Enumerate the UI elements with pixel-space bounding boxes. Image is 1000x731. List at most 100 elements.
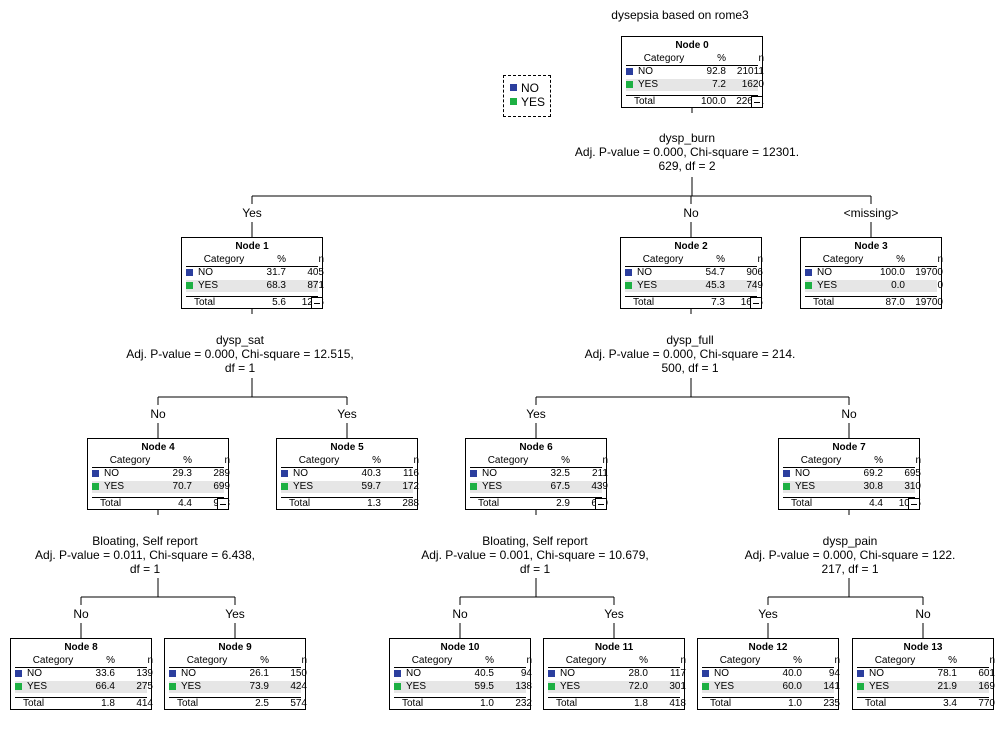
branch-label-node-7: No xyxy=(841,407,857,421)
count-cell: 0 xyxy=(937,280,943,291)
category-swatch-yes xyxy=(702,683,709,690)
percent-cell: 54.7 xyxy=(705,267,725,278)
branch-label-node-10: No xyxy=(452,607,468,621)
header-count: n xyxy=(224,455,230,466)
percent-cell: 31.7 xyxy=(266,267,286,278)
node-table-header: Category%n xyxy=(169,655,307,668)
category-label: YES xyxy=(795,481,816,492)
category-swatch-yes xyxy=(625,282,632,289)
total-label: Total xyxy=(100,498,122,509)
header-category: Category xyxy=(32,655,74,666)
percent-cell: 40.3 xyxy=(361,468,381,479)
branch-label-node-9: Yes xyxy=(225,607,245,621)
node-row-no: NO 26.1 150 xyxy=(169,668,307,680)
category-swatch-yes xyxy=(281,483,288,490)
category-label: NO xyxy=(637,267,652,278)
split-label-node-0: dysp_burn Adj. P-value = 0.000, Chi-squa… xyxy=(560,131,814,173)
category-label: NO xyxy=(560,668,575,679)
category-swatch-no xyxy=(92,470,99,477)
category-label: NO xyxy=(714,668,729,679)
branch-label-node-4: No xyxy=(150,407,166,421)
collapse-node-button[interactable] xyxy=(311,297,323,309)
header-category: Category xyxy=(565,655,607,666)
total-label: Total xyxy=(634,96,656,107)
node-title: Node 9 xyxy=(218,642,252,653)
collapse-node-button[interactable] xyxy=(217,498,229,510)
category-label: YES xyxy=(293,481,314,492)
header-percent: % xyxy=(896,254,905,265)
category-swatch-yes xyxy=(92,483,99,490)
header-category: Category xyxy=(411,655,453,666)
count-cell: 871 xyxy=(307,280,324,291)
total-count: 288 xyxy=(402,498,419,509)
count-cell: 172 xyxy=(402,481,419,492)
legend-label-no: NO xyxy=(521,81,539,95)
count-cell: 169 xyxy=(978,681,995,692)
header-count: n xyxy=(680,655,686,666)
total-count: 232 xyxy=(515,698,532,709)
category-swatch-no xyxy=(857,670,864,677)
header-percent: % xyxy=(717,53,726,64)
category-swatch-no xyxy=(169,670,176,677)
total-label: Total xyxy=(177,698,199,709)
node-title: Node 5 xyxy=(330,442,364,453)
count-cell: 289 xyxy=(213,468,230,479)
count-cell: 116 xyxy=(403,468,419,479)
node-title: Node 1 xyxy=(235,241,269,252)
node-title: Node 11 xyxy=(594,642,634,653)
collapse-node-button[interactable] xyxy=(751,96,763,108)
category-swatch-no xyxy=(281,470,288,477)
header-count: n xyxy=(147,655,153,666)
branch-label-node-8: No xyxy=(73,607,89,621)
total-percent: 2.9 xyxy=(556,498,570,509)
count-cell: 19700 xyxy=(915,267,943,278)
percent-cell: 45.3 xyxy=(705,280,725,291)
total-count: 19700 xyxy=(915,297,943,308)
category-label: NO xyxy=(181,668,196,679)
count-cell: 138 xyxy=(515,681,532,692)
count-cell: 150 xyxy=(290,668,307,679)
percent-cell: 21.9 xyxy=(937,681,957,692)
percent-cell: 70.7 xyxy=(172,481,192,492)
count-cell: 94 xyxy=(828,668,840,679)
category-label: YES xyxy=(638,79,659,90)
category-swatch-yes xyxy=(470,483,477,490)
collapse-node-button[interactable] xyxy=(595,498,607,510)
total-label: Total xyxy=(402,698,424,709)
node-title: Node 2 xyxy=(674,241,708,252)
total-label: Total xyxy=(556,698,578,709)
category-swatch-no xyxy=(394,670,401,677)
header-category: Category xyxy=(642,254,684,265)
header-category: Category xyxy=(822,254,864,265)
collapse-node-button[interactable] xyxy=(908,498,920,510)
branch-label-node-13: No xyxy=(915,607,931,621)
percent-cell: 26.1 xyxy=(249,668,269,679)
category-swatch-no xyxy=(470,470,477,477)
total-percent: 1.0 xyxy=(788,698,802,709)
percent-cell: 92.8 xyxy=(706,66,726,77)
node-table-header: Category%n xyxy=(626,53,764,66)
header-count: n xyxy=(915,455,921,466)
percent-cell: 29.3 xyxy=(172,468,192,479)
category-label: NO xyxy=(795,468,810,479)
total-percent: 4.4 xyxy=(178,498,192,509)
node-table-header: Category%n xyxy=(857,655,995,668)
split-label-node-7: dysp_pain Adj. P-value = 0.000, Chi-squa… xyxy=(710,534,990,576)
collapse-node-button[interactable] xyxy=(750,297,762,309)
category-label: NO xyxy=(104,468,119,479)
header-category: Category xyxy=(203,254,245,265)
